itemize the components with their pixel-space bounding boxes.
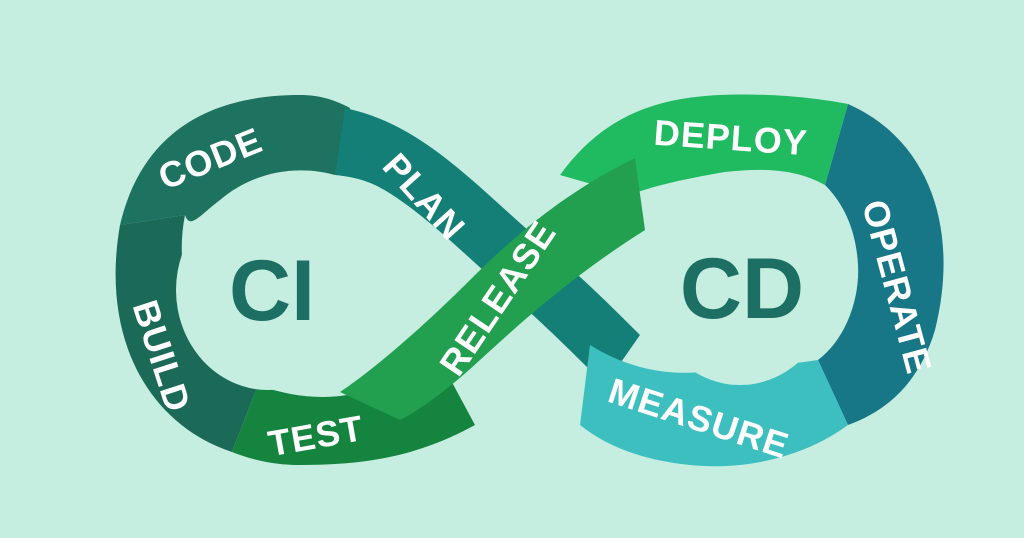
cd-inner-hole xyxy=(648,185,832,385)
cd-center-label: CD xyxy=(680,241,804,337)
segment-operate xyxy=(818,104,944,425)
ci-loop xyxy=(115,95,550,465)
ci-center-label: CI xyxy=(229,243,315,339)
segment-code xyxy=(120,95,350,225)
ci-inner-hole xyxy=(176,190,360,390)
segment-release xyxy=(340,158,645,420)
segment-plan xyxy=(335,108,550,290)
segment-measure xyxy=(580,345,848,467)
